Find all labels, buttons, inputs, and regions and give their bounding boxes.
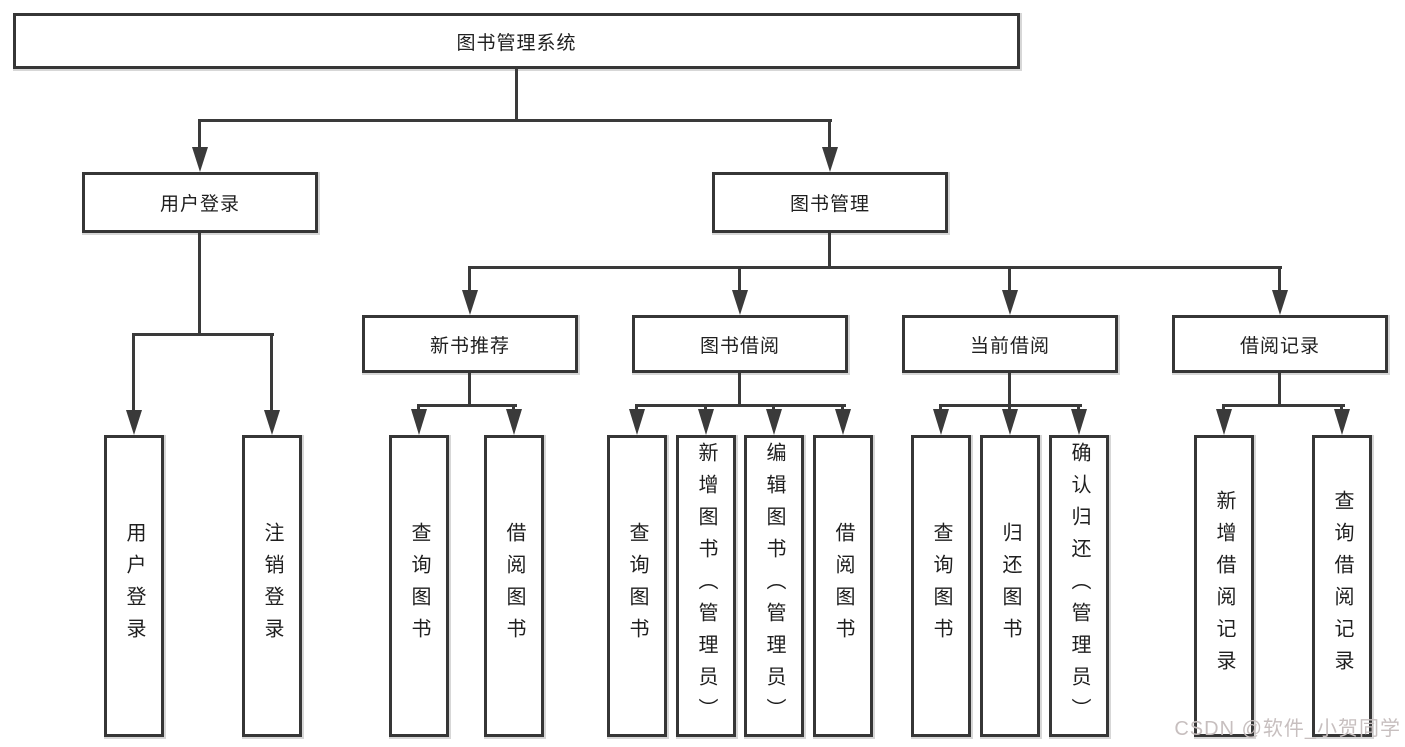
node-book-management-label: 图书管理	[789, 194, 870, 215]
node-bb-edit-book-label: 编辑图书（管理员）	[763, 442, 785, 730]
node-bb-query-book: 查询图书	[607, 435, 667, 737]
node-user-login: 用户登录	[104, 435, 164, 737]
node-root-label: 图书管理系统	[456, 32, 577, 54]
node-cb-confirm-return: 确认归还（管理员）	[1049, 435, 1109, 737]
node-book-borrow: 图书借阅	[632, 315, 848, 373]
node-cb-query-book-label: 查询图书	[930, 522, 952, 650]
arrow-down-icon	[1071, 409, 1087, 435]
node-nbr-borrow-book-label: 借阅图书	[503, 522, 525, 650]
arrow-down-icon	[629, 409, 645, 435]
arrow-down-icon	[1334, 409, 1350, 435]
connector-book-mgmt-stem	[828, 233, 831, 267]
connector-drop-book-management	[828, 122, 831, 149]
node-user-login-label: 用户登录	[123, 522, 145, 650]
connector-user-group-rail	[132, 333, 274, 336]
arrow-down-icon	[933, 409, 949, 435]
node-logout: 注销登录	[242, 435, 302, 737]
node-borrow-records: 借阅记录	[1172, 315, 1388, 373]
connector-nbr-rail	[417, 404, 517, 407]
connector-drop-current-borrow	[1008, 269, 1011, 291]
connector-drop-user-login-group	[198, 122, 201, 149]
node-br-query-record-label: 查询借阅记录	[1331, 490, 1353, 682]
node-bb-edit-book: 编辑图书（管理员）	[744, 435, 804, 737]
node-borrow-records-label: 借阅记录	[1239, 335, 1320, 357]
node-current-borrow-label: 当前借阅	[969, 335, 1050, 357]
connector-drop-book-borrow	[738, 269, 741, 291]
connector-br-rail	[1222, 404, 1345, 407]
node-bb-query-book-label: 查询图书	[626, 522, 648, 650]
node-root: 图书管理系统	[13, 13, 1020, 69]
arrow-down-icon	[192, 147, 208, 172]
connector-book-mgmt-rail	[468, 266, 1282, 269]
node-cb-return-book-label: 归还图书	[999, 522, 1021, 650]
connector-drop-user-login	[132, 336, 135, 411]
arrow-down-icon	[1002, 409, 1018, 435]
connector-cb-rail	[939, 404, 1082, 407]
node-nbr-borrow-book: 借阅图书	[484, 435, 544, 737]
arrow-down-icon	[264, 410, 280, 435]
arrow-down-icon	[698, 409, 714, 435]
node-logout-label: 注销登录	[261, 522, 283, 650]
arrow-down-icon	[1002, 290, 1018, 315]
arrow-down-icon	[732, 290, 748, 315]
arrow-down-icon	[126, 410, 142, 435]
node-bb-add-book-label: 新增图书（管理员）	[695, 442, 717, 730]
arrow-down-icon	[766, 409, 782, 435]
arrow-down-icon	[835, 409, 851, 435]
arrow-down-icon	[411, 409, 427, 435]
node-bb-add-book: 新增图书（管理员）	[676, 435, 736, 737]
node-book-management: 图书管理	[712, 172, 948, 233]
node-user-login-group: 用户登录	[82, 172, 318, 233]
node-nbr-query-book-label: 查询图书	[408, 522, 430, 650]
connector-bb-rail	[635, 404, 846, 407]
connector-nbr-stem	[468, 373, 471, 407]
node-current-borrow: 当前借阅	[902, 315, 1118, 373]
node-new-book-recommend: 新书推荐	[362, 315, 578, 373]
node-cb-confirm-return-label: 确认归还（管理员）	[1068, 442, 1090, 730]
arrow-down-icon	[822, 147, 838, 172]
connector-br-stem	[1278, 373, 1281, 407]
arrow-down-icon	[1272, 290, 1288, 315]
connector-bb-stem	[738, 373, 741, 407]
node-user-login-group-label: 用户登录	[159, 194, 240, 215]
connector-user-group-stem	[198, 233, 201, 335]
node-br-add-record: 新增借阅记录	[1194, 435, 1254, 737]
arrow-down-icon	[1216, 409, 1232, 435]
connector-cb-stem	[1008, 373, 1011, 407]
node-bb-borrow-book-label: 借阅图书	[832, 522, 854, 650]
node-bb-borrow-book: 借阅图书	[813, 435, 873, 737]
node-new-book-recommend-label: 新书推荐	[429, 335, 510, 357]
connector-root-stem	[515, 69, 518, 122]
connector-drop-borrow-records	[1278, 269, 1281, 291]
node-cb-return-book: 归还图书	[980, 435, 1040, 737]
arrow-down-icon	[506, 409, 522, 435]
connector-drop-logout	[270, 336, 273, 411]
node-nbr-query-book: 查询图书	[389, 435, 449, 737]
csdn-watermark: CSDN @软件_小贺同学	[1174, 718, 1401, 740]
node-cb-query-book: 查询图书	[911, 435, 971, 737]
node-br-add-record-label: 新增借阅记录	[1213, 490, 1235, 682]
arrow-down-icon	[462, 290, 478, 315]
connector-root-rail	[198, 119, 832, 122]
node-br-query-record: 查询借阅记录	[1312, 435, 1372, 737]
connector-drop-new-book-recommend	[468, 269, 471, 291]
node-book-borrow-label: 图书借阅	[699, 335, 780, 357]
